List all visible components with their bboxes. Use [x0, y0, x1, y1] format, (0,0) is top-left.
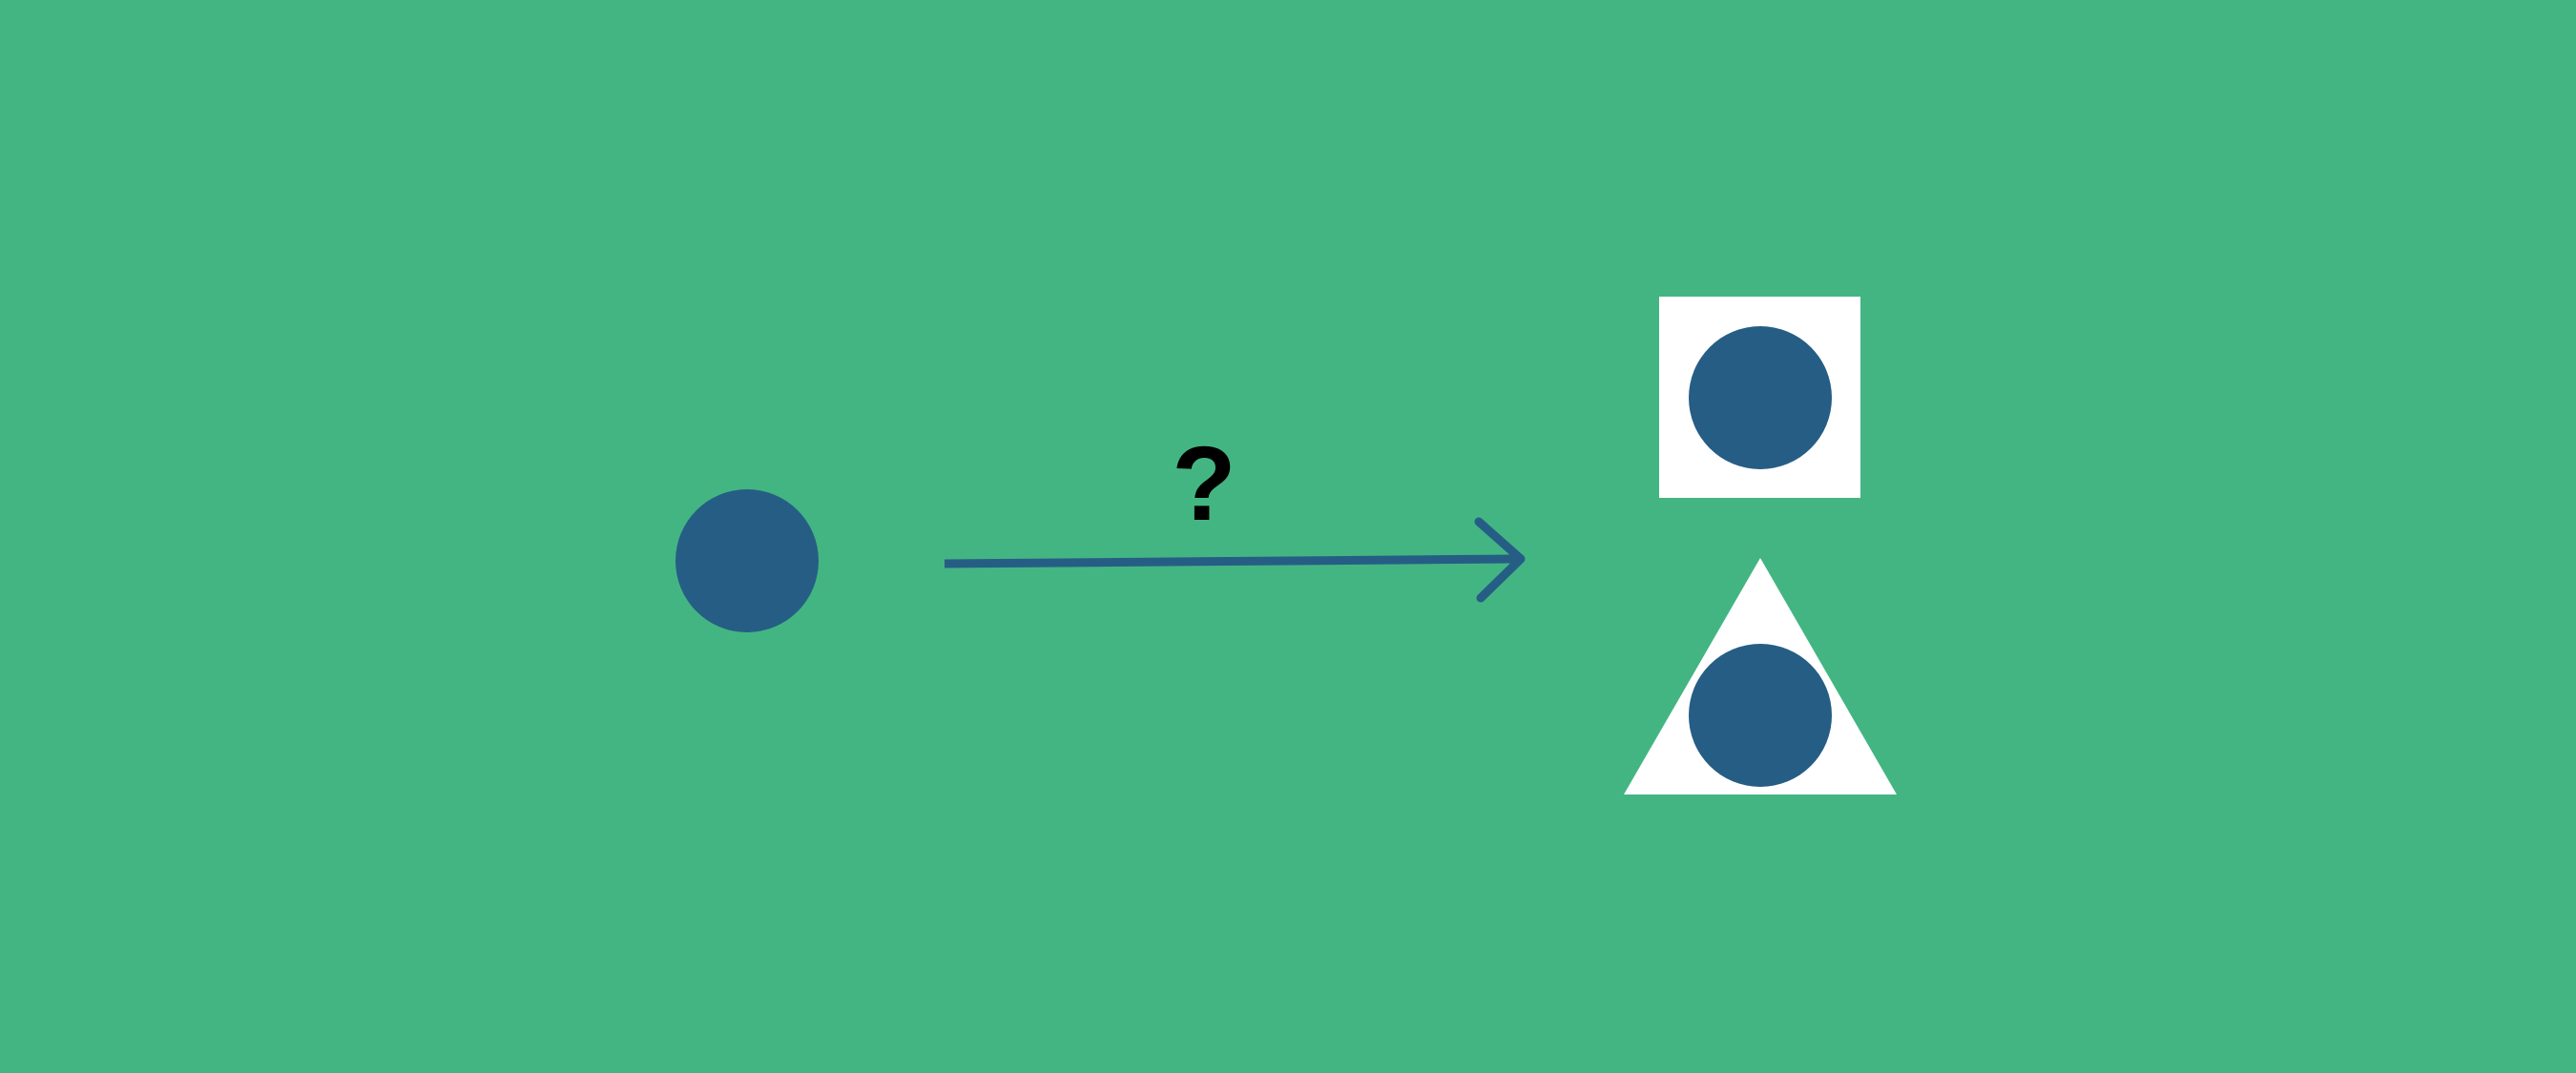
source-circle: [675, 489, 819, 632]
option-square-frame: [1659, 297, 1860, 498]
question-mark: ?: [1172, 425, 1236, 543]
right-arrow-icon: [1474, 517, 1526, 603]
arrow-shaft: [944, 554, 1518, 568]
option-triangle-frame: [1624, 558, 1897, 794]
triangle-inner-circle: [1689, 644, 1832, 787]
transform-arrow: [944, 517, 1526, 603]
square-inner-circle: [1689, 326, 1832, 469]
